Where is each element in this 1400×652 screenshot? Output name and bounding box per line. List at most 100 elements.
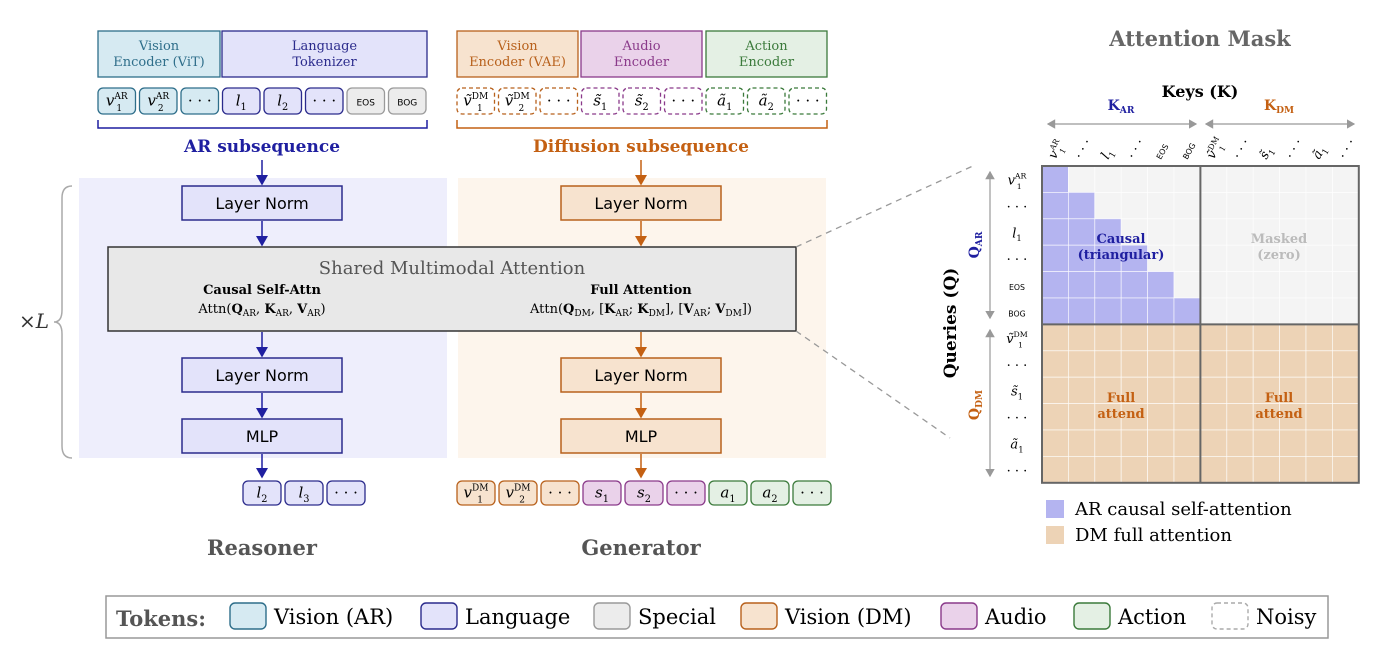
mask-cell bbox=[1173, 165, 1201, 193]
tokens-legend-swatch-5 bbox=[1073, 602, 1111, 630]
mask-cell bbox=[1279, 455, 1307, 484]
mask-cell bbox=[1279, 297, 1307, 325]
mask-cell bbox=[1305, 403, 1333, 431]
mask-cell bbox=[1226, 191, 1254, 220]
mask-masked-text: Masked(zero) bbox=[1251, 232, 1308, 263]
mask-cell bbox=[1252, 376, 1280, 405]
mask-col-label-10: ã1 bbox=[1310, 143, 1331, 163]
input-ar-token-label-2: · · · bbox=[188, 92, 212, 110]
mask-cell bbox=[1173, 191, 1201, 220]
mask-cell bbox=[1120, 429, 1148, 457]
tokens-legend-swatch-4 bbox=[940, 602, 978, 630]
ar-subsequence-label: AR subsequence bbox=[183, 137, 340, 157]
mask-col-label-3: · · · bbox=[1125, 137, 1148, 162]
mask-cell bbox=[1200, 403, 1228, 431]
ar-mlp bbox=[181, 418, 343, 454]
mask-col-label-8: s̃1 bbox=[1257, 144, 1278, 163]
mask-cell bbox=[1252, 244, 1280, 272]
mask-cell bbox=[1226, 403, 1254, 431]
mask-legend-swatch-1 bbox=[1046, 526, 1064, 544]
mask-cell bbox=[1200, 376, 1228, 405]
mask-cell bbox=[1173, 376, 1201, 405]
mask-cell bbox=[1147, 297, 1175, 325]
mask-cell bbox=[1226, 165, 1254, 193]
mask-cell bbox=[1094, 165, 1122, 193]
input-dm-token-4 bbox=[622, 87, 662, 115]
mask-col-label-4: EOS bbox=[1155, 143, 1171, 161]
mask-cell bbox=[1226, 455, 1254, 484]
mask-row-label-9: · · · bbox=[1007, 411, 1028, 426]
mask-cell bbox=[1094, 297, 1122, 325]
mask-cell bbox=[1094, 403, 1122, 431]
mask-cell bbox=[1332, 244, 1360, 272]
mask-cell bbox=[1332, 323, 1360, 352]
mask-cell bbox=[1279, 429, 1307, 457]
mask-cell bbox=[1279, 403, 1307, 431]
input-dm-token-5 bbox=[663, 87, 703, 115]
mask-cell bbox=[1068, 297, 1096, 325]
mask-cell bbox=[1041, 403, 1069, 431]
input-ar-token-5 bbox=[304, 87, 344, 115]
mask-cell bbox=[1332, 297, 1360, 325]
mask-cell bbox=[1305, 297, 1333, 325]
queries-axis-label: Queries (Q) bbox=[941, 268, 961, 379]
mask-cell bbox=[1305, 323, 1333, 352]
mask-cell bbox=[1200, 297, 1228, 325]
mask-col-label-0: vAR1 bbox=[1044, 136, 1071, 163]
mask-cell bbox=[1041, 376, 1069, 405]
ar-layer-norm-top-label: Layer Norm bbox=[215, 194, 308, 213]
input-dm-token-2 bbox=[539, 87, 579, 115]
mask-col-label-7: · · · bbox=[1230, 137, 1253, 162]
mask-cell bbox=[1120, 350, 1148, 378]
mask-cell bbox=[1120, 271, 1148, 299]
mask-cell bbox=[1094, 191, 1122, 220]
mask-cell bbox=[1200, 191, 1228, 220]
mask-cell bbox=[1041, 271, 1069, 299]
mask-cell bbox=[1279, 376, 1307, 405]
causal-attn-formula: Attn(QAR, KAR, VAR) bbox=[197, 302, 325, 319]
q-ar-label: QAR bbox=[967, 231, 985, 258]
mask-cell bbox=[1147, 271, 1175, 299]
mask-cell bbox=[1041, 429, 1069, 457]
output-dm-token-0 bbox=[456, 480, 496, 506]
mask-cell bbox=[1252, 455, 1280, 484]
mask-cell bbox=[1094, 429, 1122, 457]
mask-cell bbox=[1147, 455, 1175, 484]
mask-cell bbox=[1068, 165, 1096, 193]
mask-row-label-2: l1 bbox=[1012, 226, 1022, 243]
mask-cell bbox=[1173, 403, 1201, 431]
output-dm-token-1 bbox=[498, 480, 538, 506]
dm-encoder-2 bbox=[705, 30, 828, 78]
reasoner-label: Reasoner bbox=[207, 535, 318, 560]
mask-cell bbox=[1305, 455, 1333, 484]
mask-cell bbox=[1041, 323, 1069, 352]
input-ar-token-2 bbox=[180, 87, 220, 115]
mask-cell bbox=[1200, 218, 1228, 246]
mask-cell bbox=[1041, 165, 1069, 193]
mask-cell bbox=[1332, 376, 1360, 405]
output-dm-token-5 bbox=[666, 480, 706, 506]
input-dm-token-label-8: · · · bbox=[796, 92, 820, 110]
ar-encoder-0 bbox=[97, 30, 221, 78]
mask-cell bbox=[1226, 429, 1254, 457]
mask-cell bbox=[1305, 376, 1333, 405]
mask-cell bbox=[1200, 244, 1228, 272]
output-dm-token-label-5: · · · bbox=[674, 483, 698, 501]
mask-cell bbox=[1041, 244, 1069, 272]
mask-cell bbox=[1305, 218, 1333, 246]
mask-cell bbox=[1200, 429, 1228, 457]
mask-cell bbox=[1200, 271, 1228, 299]
mask-cell bbox=[1226, 350, 1254, 378]
mask-cell bbox=[1279, 350, 1307, 378]
mask-cell bbox=[1147, 403, 1175, 431]
mask-cell bbox=[1305, 244, 1333, 272]
tokens-legend-label-6: Noisy bbox=[1256, 605, 1317, 629]
mask-cell bbox=[1279, 165, 1307, 193]
mask-col-label-1: · · · bbox=[1072, 137, 1095, 162]
